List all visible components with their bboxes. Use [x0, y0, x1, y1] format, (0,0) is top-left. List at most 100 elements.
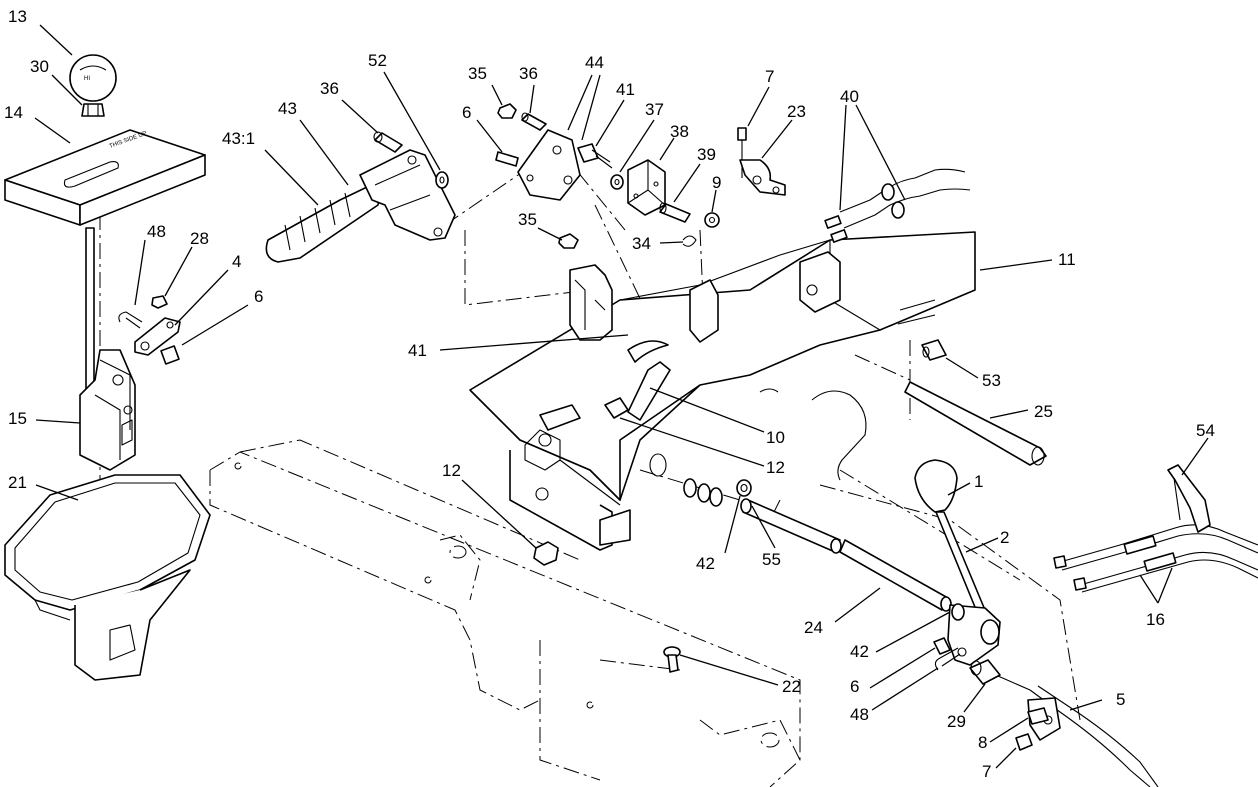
bolt-53 [921, 339, 947, 361]
callout-12: 12 [766, 458, 785, 477]
nut-35b [558, 233, 579, 249]
callout-48: 48 [850, 705, 869, 724]
callout-52: 52 [368, 51, 387, 70]
callout-22: 22 [782, 677, 801, 696]
clamp-23 [739, 159, 786, 196]
callout-34: 34 [632, 234, 651, 253]
pin-39 [659, 202, 691, 223]
platform-bracket-11 [469, 231, 976, 551]
callout-15: 15 [8, 409, 27, 428]
washer-52 [435, 171, 449, 189]
callout-38: 38 [670, 122, 689, 141]
washer-9 [704, 212, 720, 228]
bolt-6b [495, 151, 519, 167]
callout-55: 55 [762, 550, 781, 569]
pin-36a [373, 131, 403, 153]
cotter-pin-48a [118, 311, 143, 329]
shaft-55 [740, 498, 842, 554]
nut-30 [81, 103, 105, 117]
callout-12: 12 [442, 461, 461, 480]
frame-outline [209, 439, 801, 787]
callout-6: 6 [462, 103, 471, 122]
bolt-7b [1015, 733, 1033, 751]
bolts-10-12 [538, 361, 671, 447]
hook-curved [627, 340, 669, 363]
callout-39: 39 [697, 145, 716, 164]
callout-16: 16 [1146, 610, 1165, 629]
callout-48: 48 [147, 222, 166, 241]
callout-37: 37 [645, 100, 664, 119]
callout-25: 25 [1034, 402, 1053, 421]
callout-29: 29 [947, 712, 966, 731]
callout-36: 36 [519, 64, 538, 83]
plate-14: THIS SIDE UP [4, 129, 206, 226]
bracket-15 [79, 349, 136, 471]
block-38 [627, 159, 666, 216]
shaft-25 [904, 381, 1047, 466]
bracket-54 [1167, 464, 1211, 533]
callout-7: 7 [982, 762, 991, 781]
brake-handle-43 [265, 149, 456, 263]
callout-6: 6 [850, 677, 859, 696]
callout-21: 21 [8, 473, 27, 492]
bracket-8 [1027, 707, 1049, 725]
pin-6a [160, 345, 180, 365]
tube-curved [759, 388, 867, 481]
shaft-24 [839, 539, 952, 612]
callout-30: 30 [30, 57, 49, 76]
nut-35a [497, 103, 517, 119]
callout-10: 10 [766, 428, 785, 447]
callout-5: 5 [1116, 690, 1125, 709]
washer-42b [951, 603, 965, 621]
bolt-41a [577, 143, 613, 169]
boot-21 [4, 474, 211, 681]
knob-1 [914, 459, 958, 513]
pin-36b [521, 112, 547, 131]
callout-43-1: 43:1 [222, 129, 255, 148]
bolt-7a [737, 127, 747, 178]
callout-54: 54 [1196, 421, 1215, 440]
callout-8: 8 [978, 733, 987, 752]
callout-13: 13 [8, 7, 27, 26]
cable-end-29 [969, 659, 1031, 691]
cables-40 [824, 168, 971, 243]
cables-16 [1053, 524, 1258, 593]
bolt-6c [933, 637, 951, 655]
callout-1: 1 [974, 472, 983, 491]
pin-22 [663, 646, 681, 673]
callout-40: 40 [840, 87, 859, 106]
washer-42a [736, 479, 752, 497]
leader-lines [34, 24, 1209, 769]
callout-44: 44 [585, 53, 604, 72]
cable-5 [1027, 685, 1159, 787]
callout-24: 24 [804, 618, 823, 637]
callout-6: 6 [254, 287, 263, 306]
callout-53: 53 [982, 371, 1001, 390]
callout-35: 35 [518, 210, 537, 229]
callout-42: 42 [696, 554, 715, 573]
clip-34 [682, 235, 697, 247]
nut-28 [151, 295, 168, 309]
callout-labels: 13 30 14 48 28 4 6 15 21 43:1 43 36 52 3… [4, 7, 1215, 781]
washers-stack [683, 478, 723, 507]
callout-2: 2 [1000, 528, 1009, 547]
callout-43: 43 [278, 99, 297, 118]
callout-41: 41 [408, 341, 427, 360]
washer-37 [610, 174, 624, 190]
callout-9: 9 [712, 173, 721, 192]
clevis-4 [134, 317, 181, 356]
callout-36: 36 [320, 79, 339, 98]
callout-11: 11 [1058, 250, 1076, 269]
nut-12a [533, 541, 559, 566]
callout-4: 4 [232, 252, 241, 271]
callout-35: 35 [468, 64, 487, 83]
lever-2 [935, 511, 1001, 666]
callout-41: 41 [616, 80, 635, 99]
svg-text:HI: HI [84, 76, 90, 82]
callout-42: 42 [850, 642, 869, 661]
callout-23: 23 [787, 102, 806, 121]
shift-knob-13: HI [69, 54, 117, 102]
plate-44 [517, 129, 581, 201]
